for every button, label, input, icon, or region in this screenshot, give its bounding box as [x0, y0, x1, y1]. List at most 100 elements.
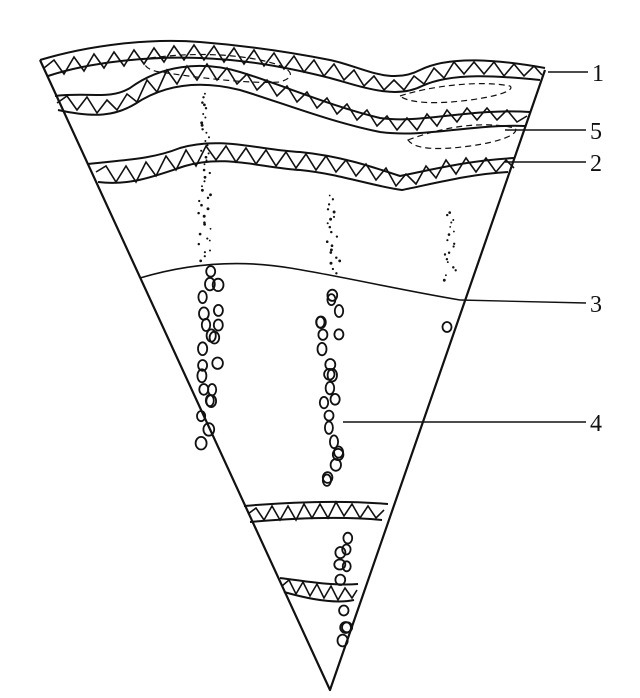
stipple-dot: [202, 113, 205, 115]
granule: [212, 318, 224, 332]
stipple-dot: [445, 257, 449, 261]
stipple-dot: [452, 266, 455, 269]
stipple-dot: [207, 152, 210, 155]
granule: [205, 265, 217, 278]
granule: [196, 368, 208, 384]
layer-3-boundary: [139, 262, 461, 301]
granule: [338, 604, 350, 617]
granule: [341, 543, 352, 556]
stipple-dot: [204, 140, 207, 142]
stipple-dot: [452, 245, 455, 248]
label-1: 1: [592, 61, 604, 87]
stipple-dot: [444, 274, 447, 277]
stipple-dot: [203, 92, 206, 95]
stipple-dot: [200, 123, 204, 127]
granule: [211, 356, 224, 370]
granule: [316, 341, 328, 357]
granule: [194, 436, 208, 451]
granule: [336, 633, 349, 648]
stipple-dot: [209, 227, 212, 230]
stipple-dot: [202, 96, 205, 99]
granule: [328, 434, 339, 450]
stipple-dot: [446, 261, 449, 264]
granule: [198, 383, 210, 396]
layer-5-dashed-structures: [144, 53, 517, 150]
granule: [333, 558, 347, 571]
granule: [323, 420, 334, 435]
stipple-dot: [331, 267, 335, 271]
wedge-outline: [39, 59, 547, 692]
stipple-dot: [203, 175, 207, 179]
granule: [212, 303, 224, 317]
granule: [323, 409, 335, 422]
granule: [207, 383, 218, 397]
stipple-dot: [202, 214, 206, 218]
granule: [204, 393, 215, 408]
stipple-dot: [204, 116, 207, 119]
leader-line-3: [459, 299, 587, 304]
granule-clusters: [194, 265, 453, 648]
stipple-dot: [205, 159, 208, 162]
stipple-dot: [452, 230, 455, 233]
stipple-dot: [208, 171, 211, 175]
stipple-dot: [335, 235, 339, 238]
layer-2-band: [87, 142, 516, 192]
stipple-dot: [329, 251, 333, 254]
granule: [441, 321, 453, 333]
granule: [211, 277, 225, 292]
granule: [200, 317, 212, 332]
granule: [197, 341, 209, 357]
label-4: 4: [590, 411, 602, 437]
stipple-dot: [447, 233, 451, 236]
granule: [326, 288, 339, 302]
leader-lines: [343, 71, 588, 423]
stipple-dot: [446, 239, 449, 242]
granule: [329, 458, 342, 472]
middle-zigzag-band: [54, 62, 531, 135]
stipple-dot: [331, 198, 335, 201]
label-3: 3: [590, 292, 602, 318]
granule: [329, 392, 341, 406]
stipple-dot: [328, 194, 331, 197]
granule: [326, 368, 338, 383]
stipple-dot: [326, 208, 330, 211]
stipple-dot: [327, 203, 331, 206]
stipple-dot: [209, 193, 212, 197]
stipple-dot: [200, 188, 204, 192]
stipple-dot: [207, 136, 211, 139]
granule: [198, 306, 210, 321]
stipple-dot: [201, 185, 203, 188]
stipple-dot: [200, 203, 203, 207]
stipple-dot: [330, 244, 334, 248]
stipple-dot: [203, 251, 206, 254]
stipple-dot: [206, 196, 210, 200]
number-labels: 1 5 2 3 4: [590, 61, 604, 437]
stipple-dot: [206, 237, 209, 240]
granule: [196, 410, 207, 423]
stipple-dot: [205, 131, 208, 134]
stipple-dot: [198, 199, 201, 203]
stipple-dot: [338, 259, 342, 263]
stipple-dot: [328, 225, 332, 229]
stipple-dot: [446, 213, 449, 217]
stipple-dot: [335, 272, 338, 275]
granule: [333, 304, 345, 318]
stipple-dot: [326, 222, 329, 225]
granule: [334, 546, 347, 560]
stipple-dot: [448, 211, 452, 214]
granule: [342, 531, 354, 545]
stipple-dot: [453, 242, 456, 245]
granule: [317, 328, 329, 341]
stipple-dot: [204, 107, 208, 110]
stipple-dot: [450, 221, 453, 224]
label-5: 5: [590, 119, 602, 145]
stipple-dot: [449, 225, 452, 228]
stipple-dot: [197, 242, 201, 246]
layer-1-band: [39, 39, 546, 93]
stipple-dot: [447, 251, 451, 254]
granule: [197, 359, 209, 372]
stipple-dot: [335, 256, 338, 259]
stipple-dot: [206, 143, 209, 147]
stipple-dot: [208, 239, 211, 242]
